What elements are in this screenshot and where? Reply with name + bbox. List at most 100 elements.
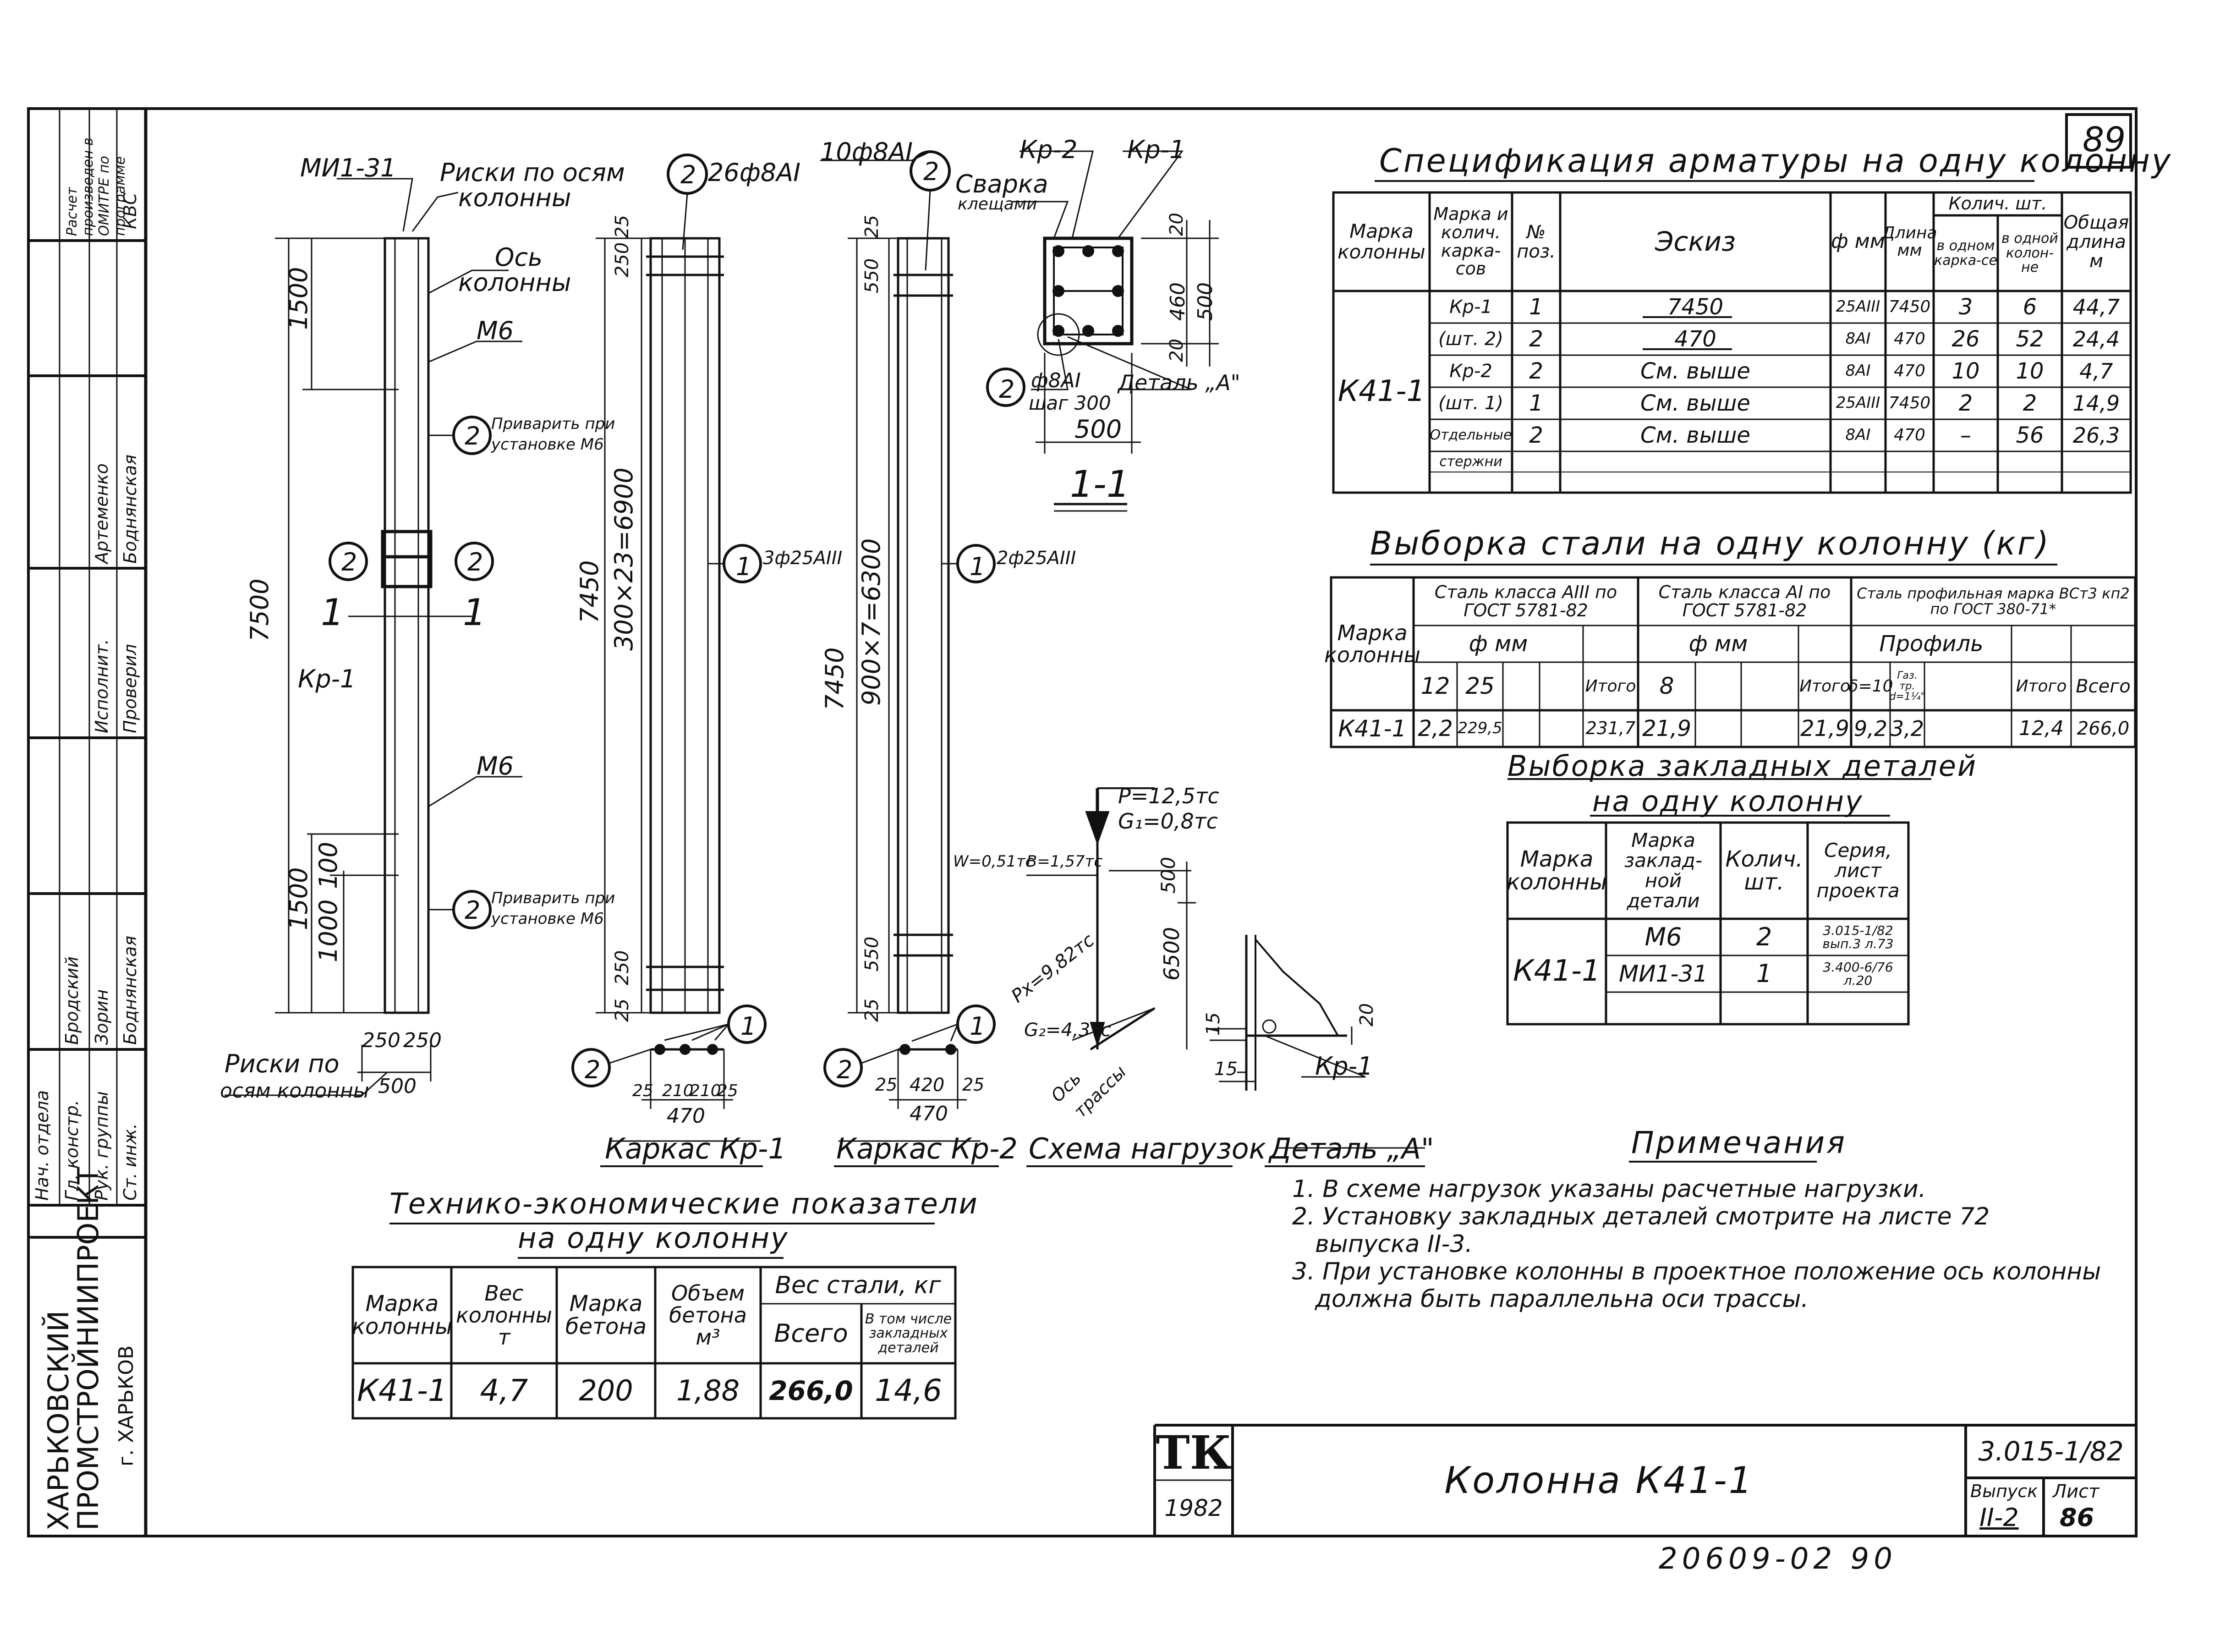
spec-marka-value: К41-1 (1337, 374, 1425, 409)
kr2-frame (820, 150, 996, 1142)
stamp-role-4: Ст. инж. (120, 1123, 140, 1201)
spec-cell-eskiz (1560, 451, 1831, 472)
circle-2-right: 2 (467, 548, 483, 576)
steel-h-itogo3: Итого (2016, 676, 2067, 696)
sec-rebar: ф8АI (1031, 369, 1081, 392)
spec-h-v-karkase: в одном карка-се (1934, 238, 1997, 269)
privarit-1: Приварить при (491, 415, 615, 433)
spec-cell-n1: 2 (1958, 390, 1973, 416)
circle-2-bottom: 2 (465, 896, 481, 925)
emb-h-marka: Марка колонны (1506, 846, 1607, 895)
riski-bottom-2: осям колонны (220, 1079, 369, 1103)
section-1-1 (986, 150, 1219, 512)
kr2-sec-pos-1: 1 (970, 1012, 986, 1041)
spec-h-kolich: Колич. шт. (1948, 193, 2047, 214)
spec-cell-n2: 52 (2016, 326, 2044, 352)
spec-cell-n2: 56 (2016, 422, 2044, 448)
sec-dim-20b: 20 (1166, 339, 1187, 362)
sec-dim-20: 20 (1166, 213, 1187, 236)
det-15a: 15 (1203, 1012, 1224, 1036)
spec-h-v-kolonne: в одной колон-не (2001, 231, 2058, 276)
load-h6500: 6500 (1159, 927, 1184, 981)
spec-cell-karkas: (шт. 1) (1438, 393, 1503, 414)
tech-h-marka: Марка колонны (351, 1290, 453, 1339)
mi-label: МИ1-31 (300, 154, 396, 182)
kr2-dim-25: 25 (861, 215, 883, 238)
stamp-prov: Проверил (120, 644, 140, 733)
steel-h-gaz: Газ. тр. d=1¼" (1889, 670, 1925, 703)
spec-cell-total: 44,7 (2072, 294, 2120, 319)
emb-row1-ser: 3.015-1/82 вып.3 л.73 (1822, 922, 1894, 951)
dim-100: 100 (314, 841, 343, 889)
steel-h-delta: δ=10 (1848, 676, 1893, 696)
spec-cell-poz (1512, 451, 1560, 472)
sec-title: 1-1 (1070, 463, 1130, 505)
tech-row-ves: 4,7 (480, 1373, 528, 1409)
os-label: Ось (495, 243, 543, 272)
spec-cell-dlina: 470 (1894, 362, 1925, 381)
spec-cell-karkas: Отдельные (1430, 427, 1512, 444)
kr2-sec-pos-2: 2 (837, 1055, 853, 1084)
org-city: г. ХАРЬКОВ (115, 1345, 138, 1466)
kr2-pos-1: 1 (970, 552, 986, 581)
steel-h-itogo2: Итого (1799, 676, 1850, 696)
spec-cell-phi: 8АI (1845, 329, 1871, 348)
riski-label: Риски по осям (440, 158, 625, 187)
dim-1500-bottom: 1500 (284, 867, 313, 930)
kr1-sec-pos-2: 2 (585, 1055, 601, 1084)
spec-cell-poz: 2 (1529, 326, 1543, 352)
kr1-s210b: 210 (690, 1081, 721, 1100)
spec-cell-total: 26,3 (2072, 423, 2120, 448)
kr1-dim-6900: 300×23=6900 (609, 467, 638, 651)
spec-cell-total: 14,9 (2072, 390, 2120, 416)
kr1-sec-pos-1: 1 (740, 1012, 756, 1041)
kr2-pos-2: 2 (923, 157, 939, 186)
steel-row-it1: 231,7 (1585, 718, 1636, 739)
emb-h-kol: Колич. шт. (1725, 846, 1803, 895)
note-2: 2. Установку закладных деталей смотрите … (1292, 1203, 1990, 1230)
tech-row-vsego: 266,0 (769, 1375, 853, 1406)
privarit-3: Приварить при (491, 889, 615, 907)
kr1-caption: Каркас Кр-1 (605, 1132, 786, 1165)
steel-row-all: 266,0 (2077, 718, 2130, 739)
det-15b: 15 (1214, 1059, 1238, 1080)
emb-title-1: Выборка закладных деталей (1507, 749, 1978, 783)
spec-cell-n1 (1934, 451, 1998, 472)
loads-caption: Схема нагрузок (1029, 1132, 1266, 1165)
tb-name: Колонна К41-1 (1444, 1459, 1754, 1502)
kr1-frame (571, 154, 767, 1142)
kr1-s25a: 25 (632, 1081, 653, 1100)
spec-cell-phi: 25АIII (1836, 297, 1880, 316)
privarit-2: установке М6 (491, 435, 604, 454)
det-kr1: Кр-1 (1315, 1052, 1373, 1081)
kolonny-label: колонны (458, 183, 571, 212)
kr2-s470: 470 (910, 1102, 948, 1125)
note-3: 3. При установке колонны в проектное пол… (1292, 1258, 2101, 1285)
spec-cell-eskiz: См. выше (1640, 358, 1750, 384)
tech-h-ves: Вес колонны т (456, 1280, 552, 1350)
steel-row-marka: К41-1 (1338, 715, 1407, 742)
steel-h-vsego: Всего (2076, 675, 2131, 697)
steel-row-it3: 12,4 (2019, 716, 2064, 740)
spec-cell-n1: 10 (1951, 358, 1980, 384)
sec-kr2: Кр-2 (1020, 135, 1078, 164)
detail-a (1210, 935, 1425, 1149)
load-p: P=12,5тс (1118, 784, 1219, 808)
tech-title-1: Технико-экономические показатели (389, 1187, 979, 1220)
spec-cell-total: 4,7 (2079, 358, 2113, 384)
steel-h-12: 12 (1420, 673, 1450, 700)
sec-pos-2: 2 (999, 375, 1015, 404)
steel-h-8: 8 (1659, 673, 1674, 700)
spec-cell-poz: 1 (1529, 390, 1543, 416)
tb-list-label: Лист (2053, 1481, 2099, 1502)
spec-cell-poz: 1 (1529, 294, 1543, 320)
kr1-dim-250: 250 (612, 242, 633, 277)
spec-h-poz: № поз. (1517, 221, 1556, 262)
circle-2-top: 2 (465, 422, 481, 450)
steel-title: Выборка стали на одну колонну (кг) (1370, 525, 2050, 562)
spec-cell-n2: 2 (2023, 390, 2037, 416)
kr2-s25a: 25 (875, 1075, 898, 1095)
spec-cell-dlina (1886, 451, 1934, 472)
tb-series: 3.015-1/82 (1978, 1436, 2124, 1467)
stamp-isp: Исполнит. (92, 639, 112, 733)
